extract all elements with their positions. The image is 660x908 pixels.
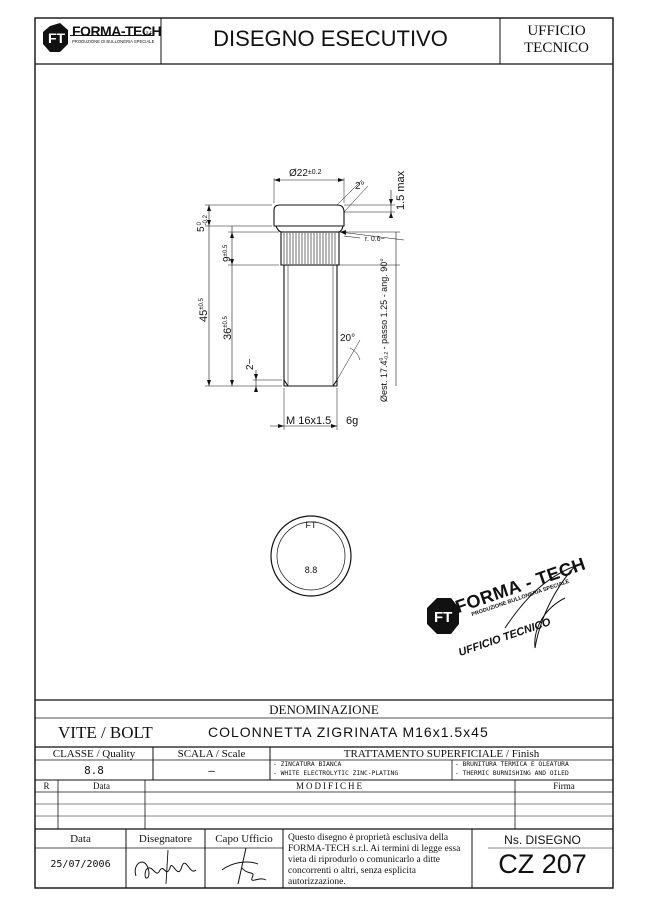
logo-text: FORMA-TECH — [72, 23, 162, 39]
capo-ufficio-signature-icon — [221, 847, 267, 885]
logo-srl: s.r.l. — [146, 30, 156, 36]
dim-head-diameter: Ø22±0.2 — [289, 168, 322, 179]
dim-knurl-length: 9±0.5 — [222, 244, 233, 262]
svg-text:FT: FT — [434, 609, 452, 626]
disegnatore-label: Disegnatore — [138, 833, 193, 845]
firma-label: Firma — [553, 781, 575, 791]
head-mark-bottom: 8.8 — [304, 565, 318, 575]
finish-option-1: - ZINCATURA BIANCA — [273, 761, 342, 768]
head-mark-top: FT — [305, 520, 317, 530]
company-logo: FT FORMA-TECH s.r.l. PRODUZIONE DI BULLO… — [40, 22, 162, 60]
dim-thread-end: 2~ — [245, 358, 256, 370]
bolt-head — [273, 204, 345, 227]
legal-note: Questo disegno è proprietà esclusiva del… — [288, 833, 461, 887]
disegnatore-signature-icon — [134, 849, 197, 885]
part-type: VITE / BOLT — [58, 723, 153, 742]
stamp-signature-icon — [504, 565, 576, 649]
capo-ufficio-label: Capo Ufficio — [215, 833, 273, 845]
scala-label: SCALA / Scale — [177, 748, 246, 760]
drawing-title: DISEGNO ESECUTIVO — [213, 26, 448, 51]
dim-thread-angle: 20° — [340, 333, 356, 344]
knurl-section — [280, 231, 340, 266]
finish-option-4: - THERMIC BURNISHING AND OILED — [455, 770, 569, 777]
data-value: 25/07/2006 — [50, 859, 111, 870]
rev-label: R — [43, 781, 50, 791]
bolt-fillet — [275, 225, 344, 233]
office-stamp: FT FORMA - TECH PRODUZIONE BULLONERIA SP… — [425, 554, 615, 668]
denominazione-label: DENOMINAZIONE — [269, 702, 379, 717]
stamp-logo-icon: FT — [427, 598, 459, 634]
office-line-1: UFFICIO — [527, 23, 586, 39]
finish-option-2: - WHITE ELECTROLYTIC ZINC-PLATING — [273, 770, 399, 777]
logo-tagline: PRODUZIONE DI BULLONERIA SPECIALE — [72, 39, 155, 44]
part-name: COLONNETTA ZIGRINATA M16x1.5x45 — [208, 724, 489, 740]
office-line-2: TECNICO — [524, 40, 589, 56]
dim-thread-length: 36±0.5 — [222, 316, 234, 340]
classe-value: 8.8 — [84, 764, 104, 777]
bolt-head-top-view — [270, 515, 352, 597]
thread-shank — [283, 265, 338, 387]
drawing-no-label: Ns. DISEGNO — [504, 833, 581, 847]
finish-option-3: - BRUNITURA TERMICA E OLEATURA — [455, 761, 569, 768]
dim-thread-size: M 16x1.5 — [286, 415, 332, 427]
dim-head-chamfer: 2° — [355, 181, 365, 192]
scala-value: — — [208, 764, 215, 777]
dim-radius: r. 0.6~ — [365, 236, 385, 243]
forma-tech-logo-icon: FT — [43, 23, 154, 52]
rev-data-label: Data — [93, 781, 110, 791]
classe-label: CLASSE / Quality — [52, 748, 136, 760]
dim-thread-class: 6g — [346, 415, 359, 427]
trattamento-label: TRATTAMENTO SUPERFICIALE / Finish — [343, 748, 540, 760]
modifiche-label: MODIFICHE — [295, 781, 364, 791]
svg-text:FT: FT — [48, 30, 66, 46]
data-label: Data — [70, 833, 91, 845]
drawing-no-value: CZ 207 — [498, 849, 587, 879]
dim-head-height-max: 1.5 max — [395, 170, 407, 210]
knurl-hatching — [283, 233, 336, 264]
dim-total-length: 45±0.5 — [198, 298, 210, 322]
